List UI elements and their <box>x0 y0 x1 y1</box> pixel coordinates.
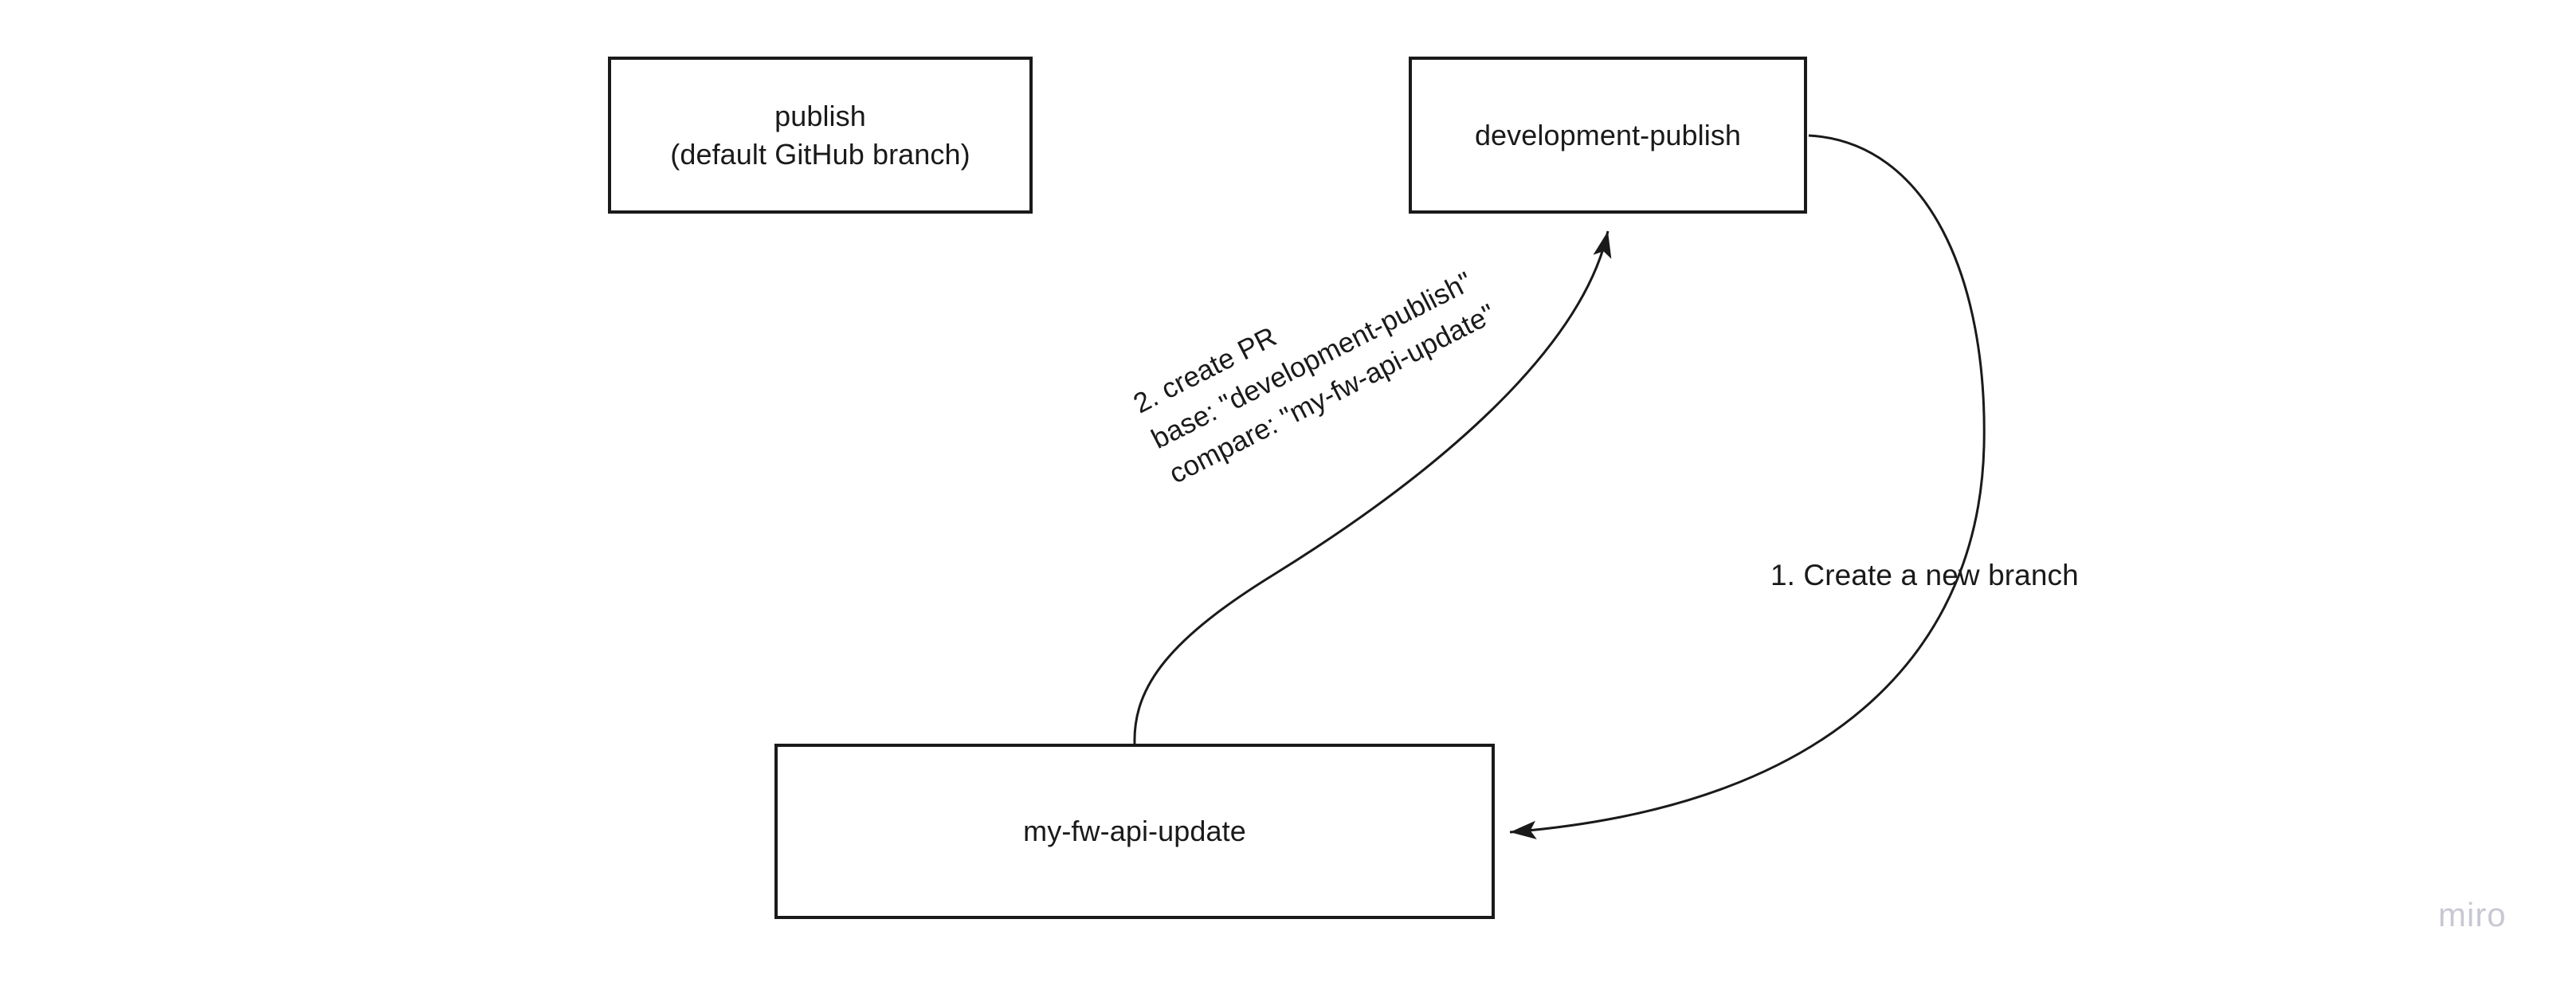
edge-label-create-branch: 1. Create a new branch <box>1770 559 2079 591</box>
node-my-fw-api-update-label: my-fw-api-update <box>1023 815 1246 848</box>
node-publish-label: publish (default GitHub branch) <box>670 99 970 171</box>
node-development-publish-label: development-publish <box>1474 118 1742 151</box>
node-development-publish[interactable]: development-publish <box>1409 57 1807 214</box>
node-my-fw-api-update[interactable]: my-fw-api-update <box>774 744 1495 919</box>
node-publish[interactable]: publish (default GitHub branch) <box>608 57 1033 214</box>
edge-label-create-pr: 2. create PR base: "development-publish"… <box>1128 265 1501 490</box>
miro-watermark: miro <box>2438 896 2507 933</box>
edge-create-branch <box>1509 134 1986 840</box>
